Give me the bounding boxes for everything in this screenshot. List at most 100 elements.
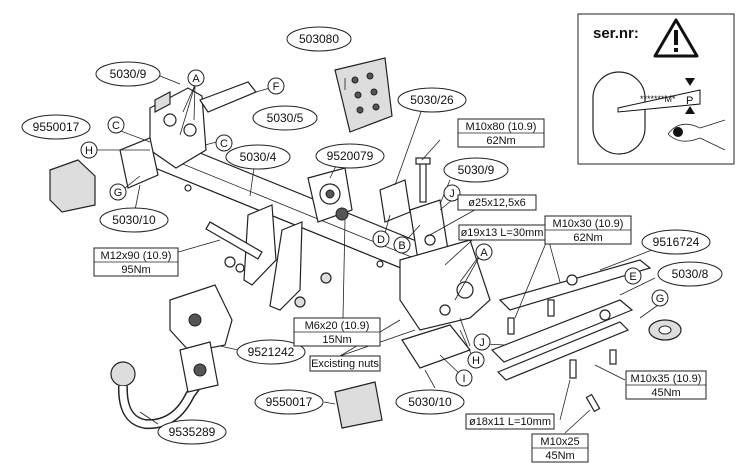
letter-J-mid: J [443, 184, 461, 202]
bolt-m12x90 [205, 221, 332, 308]
callout-9516724: 9516724 [641, 229, 711, 255]
svg-text:9516724: 9516724 [653, 235, 700, 249]
svg-text:9535289: 9535289 [169, 425, 216, 439]
bracket-5030-26 [379, 157, 431, 223]
letter-F: F [267, 77, 285, 95]
right-side-arm [399, 239, 491, 369]
svg-text:A: A [192, 73, 200, 85]
serial-plate: *******M* P [617, 78, 701, 114]
spec-m10x35: M10x35 (10.9) 45Nm [625, 370, 707, 400]
callout-5030-8: 5030/8 [657, 261, 723, 287]
svg-text:45Nm: 45Nm [545, 450, 574, 462]
svg-text:503080: 503080 [299, 32, 339, 46]
letter-C-left: C [107, 116, 125, 134]
svg-text:A: A [480, 247, 488, 259]
svg-text:D: D [377, 234, 385, 246]
washer-large [648, 319, 682, 341]
letter-I: I [455, 369, 473, 387]
left-side-bracket [149, 87, 207, 169]
svg-text:M10x35 (10.9): M10x35 (10.9) [631, 373, 702, 385]
letter-H-right: H [467, 351, 485, 369]
svg-text:9550017: 9550017 [266, 395, 313, 409]
bolts-right [507, 299, 617, 413]
letter-D: D [372, 230, 390, 248]
spec-m10x80: M10x80 (10.9) 62Nm [457, 118, 545, 148]
svg-text:J: J [479, 337, 485, 349]
strap-5030-5 [199, 81, 257, 113]
serial-number-warning-box: ser.nr: *******M* P [577, 13, 735, 165]
svg-text:9550017: 9550017 [33, 120, 80, 134]
svg-text:62Nm: 62Nm [573, 232, 602, 244]
svg-text:M12x90 (10.9): M12x90 (10.9) [101, 250, 172, 262]
serial-number-title: ser.nr: [593, 25, 639, 42]
callout-5030-10-left: 5030/10 [99, 207, 169, 233]
coupling-housing-9521242 [169, 284, 233, 393]
svg-text:62Nm: 62Nm [486, 135, 515, 147]
serial-plate-text: *******M* [640, 94, 676, 104]
svg-text:5030/10: 5030/10 [408, 395, 452, 409]
svg-text:H: H [85, 145, 93, 157]
spec-m10x25: M10x25 45Nm [531, 433, 589, 463]
svg-text:M10x80 (10.9): M10x80 (10.9) [466, 121, 537, 133]
svg-text:H: H [472, 355, 480, 367]
svg-text:C: C [220, 138, 228, 150]
letter-A-top: A [187, 69, 205, 87]
letter-A-right: A [475, 243, 493, 261]
svg-text:G: G [114, 187, 123, 199]
letter-H-left: H [80, 141, 98, 159]
callout-5030-10-bottom: 5030/10 [395, 389, 465, 415]
eye-icon [667, 119, 726, 151]
svg-text:ø18x11 L=10mm: ø18x11 L=10mm [469, 416, 551, 428]
spec-m12x90: M12x90 (10.9) 95Nm [93, 247, 179, 277]
bolt-kit-503080 [334, 57, 393, 133]
svg-text:9520079: 9520079 [327, 149, 374, 163]
letter-E: E [624, 267, 642, 285]
svg-text:5030/10: 5030/10 [112, 213, 156, 227]
warning-triangle-icon [653, 18, 699, 58]
mid-brackets [243, 204, 303, 311]
callout-5030-9-top: 5030/9 [95, 61, 161, 87]
callout-9535289: 9535289 [157, 419, 227, 445]
svg-text:E: E [629, 271, 636, 283]
svg-text:5030/8: 5030/8 [672, 267, 709, 281]
callout-5030-9-mid: 5030/9 [443, 157, 509, 183]
svg-text:ø19x13 L=30mm: ø19x13 L=30mm [461, 227, 544, 239]
callout-9550017-bottom: 9550017 [254, 389, 324, 415]
spec-existing-nuts: Excisting nuts [309, 355, 381, 372]
spec-spacer-19: ø19x13 L=30mm [458, 224, 546, 241]
socket-plate-9520079 [307, 167, 353, 223]
svg-text:M10x30 (10.9): M10x30 (10.9) [553, 218, 624, 230]
towball-9535289 [110, 361, 207, 430]
svg-text:45Nm: 45Nm [651, 387, 680, 399]
spec-m10x30: M10x30 (10.9) 62Nm [544, 215, 632, 245]
svg-text:I: I [462, 373, 465, 385]
callout-503080: 503080 [286, 26, 352, 52]
callout-5030-4: 5030/4 [225, 144, 291, 170]
callout-5030-26: 5030/26 [397, 87, 467, 113]
svg-text:G: G [656, 293, 665, 305]
left-pad [49, 159, 96, 213]
svg-text:95Nm: 95Nm [121, 264, 150, 276]
svg-text:M10x25: M10x25 [540, 436, 579, 448]
towbar-arm-sketch [592, 71, 646, 155]
left-back-plate [119, 137, 159, 189]
letter-J-right: J [473, 333, 491, 351]
svg-text:ø25x12,5x6: ø25x12,5x6 [468, 197, 525, 209]
letter-C-right: C [215, 134, 233, 152]
svg-text:M6x20 (10.9): M6x20 (10.9) [305, 320, 370, 332]
letter-G-right: G [651, 289, 669, 307]
spec-washer-25: ø25x12,5x6 [457, 194, 537, 211]
spec-spacer-18: ø18x11 L=10mm [465, 413, 555, 430]
svg-text:5030/26: 5030/26 [410, 93, 454, 107]
svg-text:F: F [273, 81, 280, 93]
letter-G-left: G [109, 183, 127, 201]
svg-text:C: C [112, 120, 120, 132]
callout-9520079: 9520079 [315, 143, 385, 169]
svg-text:J: J [449, 188, 455, 200]
svg-text:Excisting nuts: Excisting nuts [311, 358, 379, 370]
svg-text:15Nm: 15Nm [322, 334, 351, 346]
svg-text:9521242: 9521242 [248, 345, 295, 359]
letter-B: B [393, 236, 411, 254]
